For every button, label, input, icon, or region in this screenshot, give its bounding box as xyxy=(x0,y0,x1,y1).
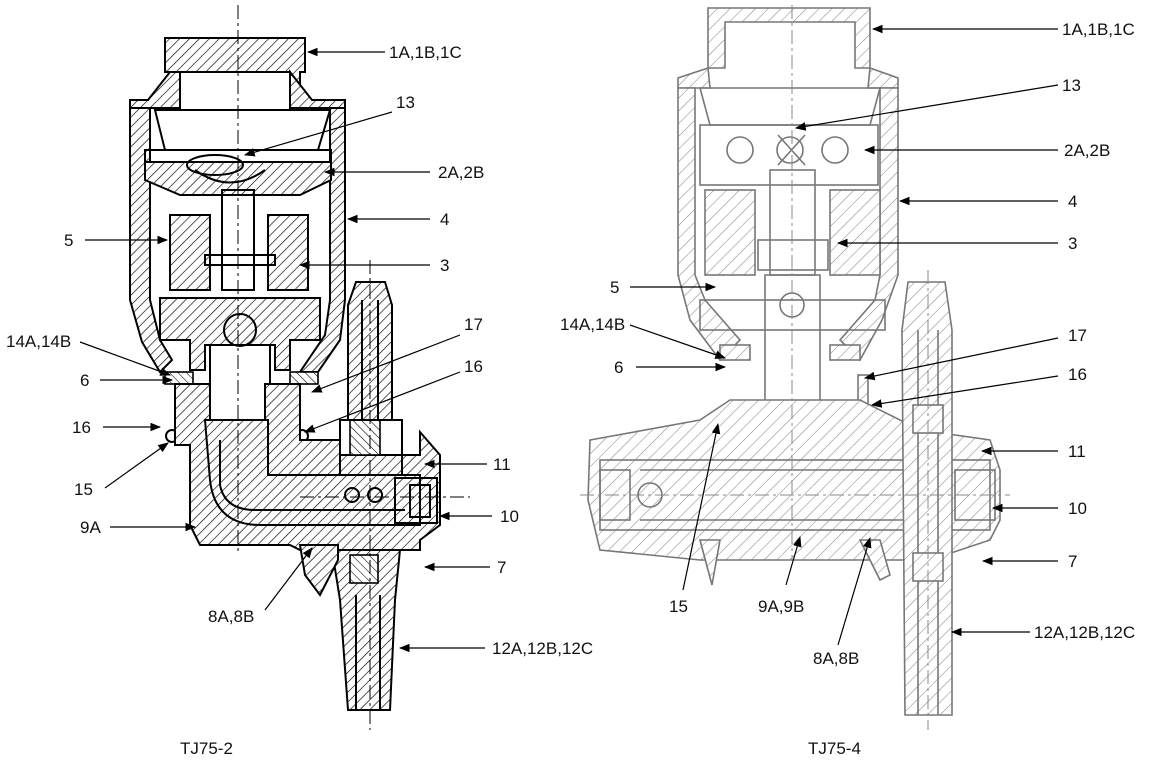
callout-16-left-top: 16 xyxy=(464,357,483,376)
left-leader-lines xyxy=(79,47,492,653)
callout-16-right: 16 xyxy=(1068,365,1087,384)
right-leader-lines xyxy=(629,24,1059,646)
callout-5-left: 5 xyxy=(64,231,73,250)
callout-15-left: 15 xyxy=(74,480,93,499)
callout-14-left: 14A,14B xyxy=(6,332,71,351)
right-callout-labels: 1A,1B,1C 13 2A,2B 4 3 5 14A,14B 17 6 16 … xyxy=(560,20,1135,758)
callout-10-left: 10 xyxy=(500,507,519,526)
callout-8-right: 8A,8B xyxy=(813,649,859,668)
left-view-drawing xyxy=(129,5,470,730)
callout-11-left: 11 xyxy=(493,455,511,474)
callout-7-left: 7 xyxy=(497,558,506,577)
callout-2-right: 2A,2B xyxy=(1064,141,1110,160)
callout-17-right: 17 xyxy=(1068,326,1087,345)
callout-10-right: 10 xyxy=(1068,499,1087,518)
callout-5-right: 5 xyxy=(610,278,619,297)
callout-7-right: 7 xyxy=(1068,552,1077,571)
callout-2-left: 2A,2B xyxy=(438,163,484,182)
callout-4-right: 4 xyxy=(1068,192,1077,211)
callout-16-left-bottom: 16 xyxy=(72,418,91,437)
callout-15-right: 15 xyxy=(669,597,688,616)
callout-17-left: 17 xyxy=(464,315,483,334)
callout-13-right: 13 xyxy=(1062,76,1081,95)
callout-3-left: 3 xyxy=(440,256,449,275)
callout-12-left: 12A,12B,12C xyxy=(492,639,593,658)
caption-right: TJ75-4 xyxy=(808,739,861,758)
callout-6-right: 6 xyxy=(614,358,623,377)
callout-4-left: 4 xyxy=(440,210,449,229)
callout-6-left: 6 xyxy=(80,371,89,390)
callout-1-left: 1A,1B,1C xyxy=(389,43,462,62)
callout-11-right: 11 xyxy=(1068,442,1086,461)
callout-9-left: 9A xyxy=(80,518,101,537)
callout-8-left: 8A,8B xyxy=(208,607,254,626)
callout-14-right: 14A,14B xyxy=(560,315,625,334)
callout-12-right: 12A,12B,12C xyxy=(1034,623,1135,642)
callout-13-left: 13 xyxy=(396,93,415,112)
caption-left: TJ75-2 xyxy=(180,739,233,758)
right-view-drawing xyxy=(580,5,1010,730)
callout-3-right: 3 xyxy=(1068,234,1077,253)
callout-1-right: 1A,1B,1C xyxy=(1062,20,1135,39)
callout-9-right: 9A,9B xyxy=(758,597,804,616)
left-callout-labels: 1A,1B,1C 13 2A,2B 4 5 3 14A,14B 17 6 16 … xyxy=(6,43,593,758)
